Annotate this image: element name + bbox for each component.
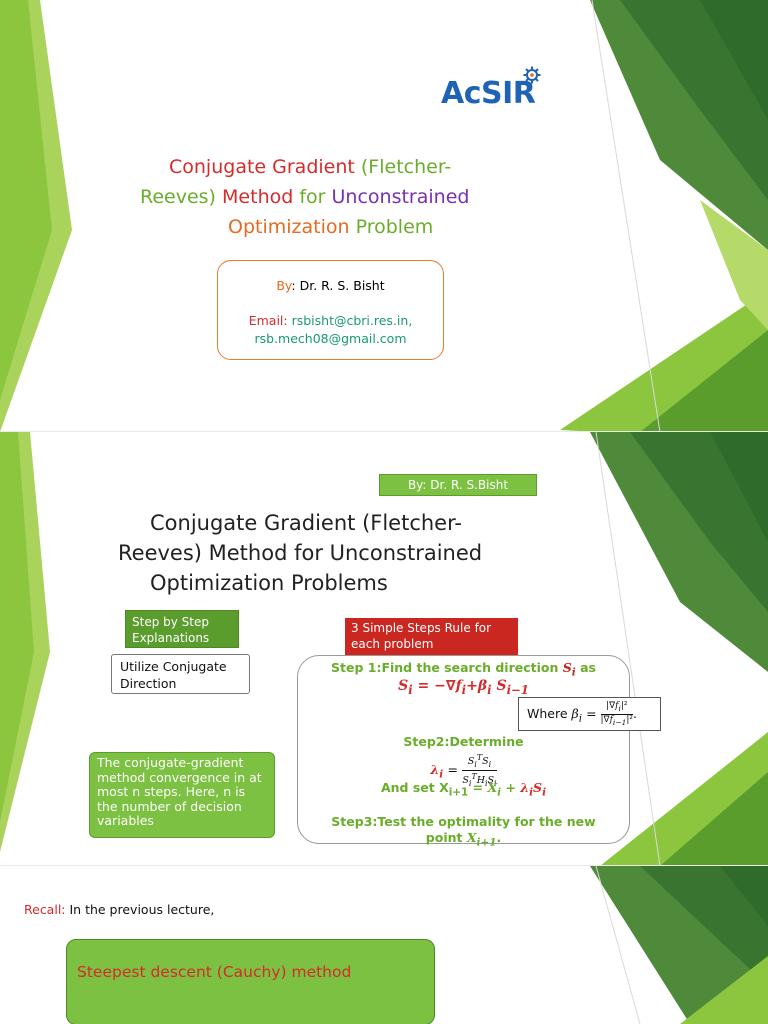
recall-text: In the previous lecture,: [65, 902, 215, 917]
utilize-conjugate-box: Utilize Conjugate Direction: [111, 654, 250, 694]
decorative-triangles: [0, 0, 768, 432]
step3-line-2: point Xi+1.: [425, 830, 502, 849]
step2-set: And set Xi+1 = Xi + λiSi: [380, 780, 547, 799]
step3-line-1: Step3:Test the optimality for the new: [331, 814, 596, 829]
steepest-descent-label: Steepest descent (Cauchy) method: [77, 963, 352, 981]
decorative-triangles: [0, 432, 768, 866]
email-link-2[interactable]: rsb.mech08@gmail.com: [254, 331, 407, 346]
logo-text: AcSIR: [441, 76, 536, 111]
step2-label: Step2:Determine: [403, 734, 524, 749]
slide-title-heading: Conjugate Gradient (Fletcher- Reeves) Me…: [140, 152, 520, 242]
convergence-note: The conjugate-gradient method convergenc…: [89, 752, 275, 838]
title-word: Reeves): [140, 186, 216, 208]
title-word: Problem: [355, 216, 434, 238]
slide-overview: By: Dr. R. S.Bisht Conjugate Gradient (F…: [0, 432, 768, 866]
author-name: Dr. R. S. Bisht: [299, 278, 385, 293]
decorative-triangles: [590, 866, 768, 1024]
step1-equation: Si = −∇fi+βi Si−1: [398, 678, 529, 697]
three-steps-rule-box: 3 Simple Steps Rule for each problem: [345, 618, 518, 655]
author-box: By: Dr. R. S. Bisht Email: rsbisht@cbri.…: [217, 260, 444, 360]
slide-recall: Recall: In the previous lecture, Steepes…: [0, 866, 768, 1024]
email-line-2: rsb.mech08@gmail.com: [218, 331, 443, 346]
gear-logo-icon: [523, 66, 541, 84]
byline-badge: By: Dr. R. S.Bisht: [379, 474, 537, 496]
title-word: Unconstrained: [331, 186, 470, 208]
steps-panel: Step 1:Find the search direction Si as S…: [297, 655, 630, 849]
slide-heading: Conjugate Gradient (Fletcher- Reeves) Me…: [118, 508, 538, 598]
recall-label: Recall:: [24, 902, 66, 917]
slide-title: AcSIR Conjugate Gradient (Fletcher- Reev…: [0, 0, 768, 432]
heading-line: Reeves) Method for Unconstrained: [118, 541, 483, 565]
beta-definition-box: Where βi = |∇fi|²|∇fi−1|².: [518, 697, 661, 731]
title-word: Optimization: [228, 216, 350, 238]
email-label: Email:: [248, 313, 288, 328]
title-word: for: [299, 186, 326, 208]
title-word: Conjugate Gradient: [169, 156, 355, 178]
heading-line: Optimization Problems: [150, 571, 388, 595]
author-line: By: Dr. R. S. Bisht: [218, 278, 443, 293]
step-by-step-label: Step by Step Explanations: [125, 610, 239, 648]
heading-line: Conjugate Gradient (Fletcher-: [150, 511, 462, 535]
recall-line: Recall: In the previous lecture,: [24, 902, 214, 917]
steepest-descent-box: Steepest descent (Cauchy) method: [66, 939, 435, 1024]
by-separator: :: [291, 278, 300, 293]
title-word: Method: [222, 186, 294, 208]
step1-label: Step 1:Find the search direction Si as: [331, 660, 596, 679]
email-link-1[interactable]: rsbisht@cbri.res.in,: [291, 313, 413, 328]
title-word: (Fletcher-: [360, 156, 452, 178]
acsir-logo: AcSIR: [441, 66, 571, 116]
by-label: By: [276, 278, 292, 293]
email-line: Email: rsbisht@cbri.res.in,: [218, 313, 443, 328]
